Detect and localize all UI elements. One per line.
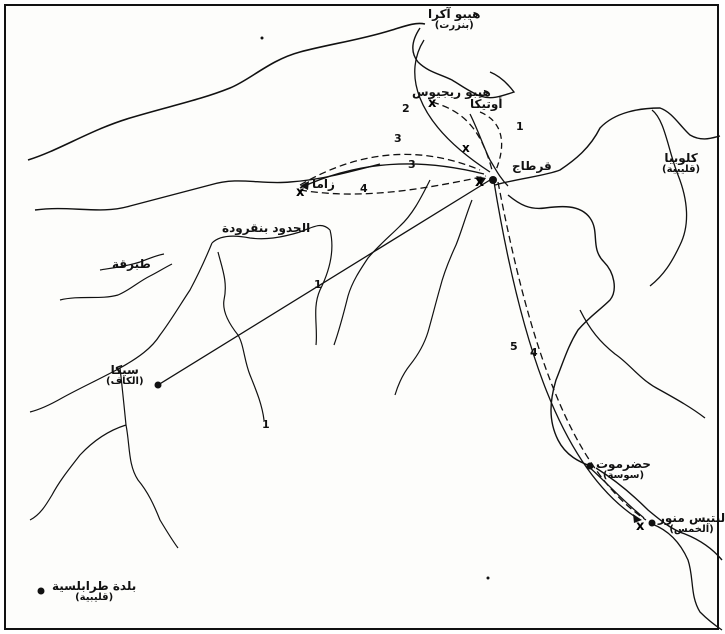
map-frame [4,4,719,630]
label-tabraca: طبرقة [112,257,151,271]
route-number-2: 2 [402,102,410,115]
battle-x-north: x [462,141,470,155]
medjerda-river [211,224,331,244]
river-inland-d [394,199,473,396]
label-west-battle: زاما [312,177,335,191]
route-4-south [497,181,647,521]
route-number-4-west: 4 [360,182,368,195]
river-inland-c [333,179,431,346]
legend-dot [37,587,45,595]
label-leptis: لبتيس منور (الخمس) [658,511,725,535]
route-4-west [299,175,487,195]
gulf-of-tunis [469,113,509,187]
route-5-south [493,181,641,521]
town-dot-sicca [154,381,162,389]
arrow-head-1 [476,176,486,184]
label-sicca: سيكا (الكاف) [106,363,144,387]
river-west-b [119,367,179,549]
label-clupea: كلوبيا (قليبية) [662,151,701,175]
route-north-1 [431,101,493,171]
speck-a [260,36,264,40]
route-number-5: 5 [510,340,518,353]
town-dot-hadrumetum [586,462,594,470]
route-3-upper [299,153,481,186]
town-dot-leptis [648,519,656,527]
route-north-3 [479,111,503,171]
battle-x-utica: x [428,96,437,111]
route-number-1-sicca: 1 [314,278,322,291]
label-hippo-regius: هيبو ريجيوس [412,85,491,99]
route-number-4-south: 4 [530,346,538,359]
battle-x-west: x [296,185,305,200]
legend-label: بلدة طرابلسية (قليبية) [52,579,137,603]
route-number-3-upper: 3 [394,132,402,145]
label-carthage: قرطاج [512,159,552,173]
arrow-head-2 [633,514,642,523]
river-west-c [29,424,127,521]
arrow-head-3 [300,181,309,190]
river-inland-a [217,251,265,421]
south-east-coast [595,467,723,561]
town-dot-carthage [489,176,497,184]
label-hadrumetum: حضرموت (سوسة) [596,457,651,481]
battle-x-carthage: x [475,174,484,190]
south-coast-inlet [651,523,723,631]
river-west-a [29,242,213,413]
east-coastline [494,107,721,186]
label-numidia: الحدود بنقرودة [222,221,311,235]
river-north-b [99,253,165,271]
route-number-1-north: 1 [516,120,524,133]
route-1-line [157,179,491,386]
upper-ridge-line [34,163,381,211]
label-hippo-acra: هيبو آكرا (بنزرت) [428,7,481,31]
river-north-a [59,263,173,301]
east-ridge [649,109,688,287]
route-number-3-lower: 3 [408,158,416,171]
route-3-lower [299,163,485,189]
route-number-1-river: 1 [262,418,270,431]
route-south-hadrumetum [587,465,645,519]
east-ridge-b [579,309,706,419]
east-hill-line [507,194,615,467]
speck-b [486,576,490,580]
northern-ridge-line [27,22,426,161]
label-utica: أوتيكا [470,97,503,111]
route-north-2 [414,39,491,173]
river-inland-b [315,229,333,346]
battle-x-leptis: x [636,519,645,534]
